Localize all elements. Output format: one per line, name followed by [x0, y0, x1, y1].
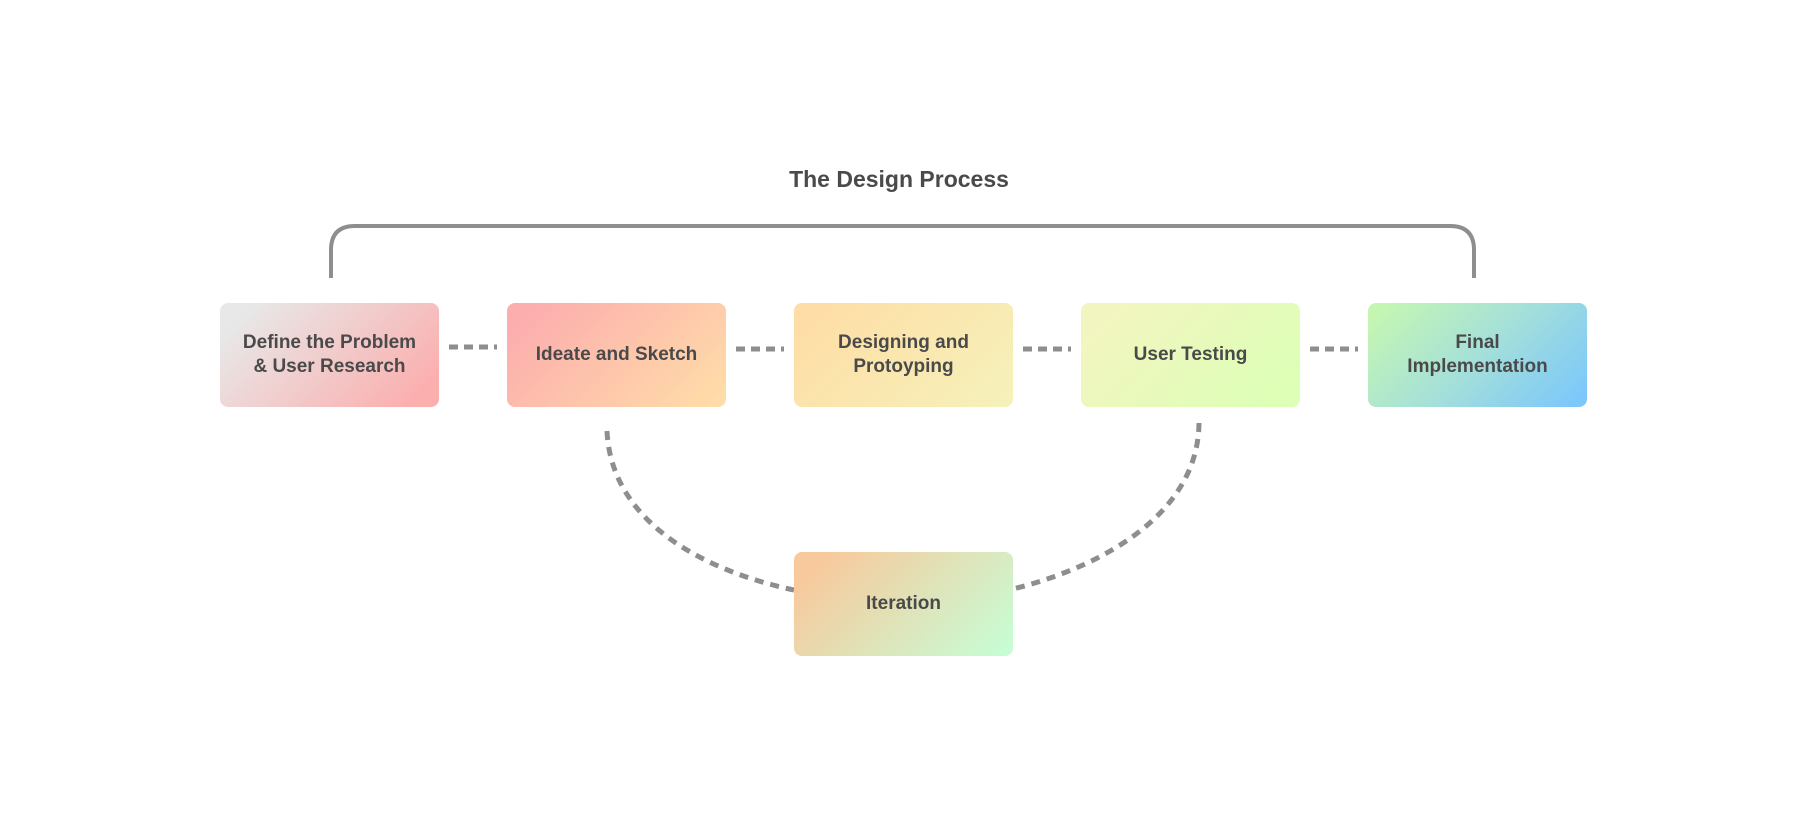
node-user-testing-label: User Testing	[1133, 344, 1248, 365]
node-define-problem: Define the Problem & User Research	[220, 303, 439, 407]
node-designing-prototyping: Designing and Protoyping	[794, 303, 1013, 407]
connector-ideate-iteration	[604, 430, 795, 593]
node-iteration: Iteration	[794, 552, 1013, 656]
process-bracket	[329, 224, 1476, 278]
node-final-implementation: Final Implementation	[1368, 303, 1587, 407]
node-final-implementation-label: Final Implementation	[1407, 332, 1548, 377]
node-designing-prototyping-label: Designing and Protoyping	[838, 332, 969, 377]
node-ideate-sketch: Ideate and Sketch	[507, 303, 726, 407]
diagram-title: The Design Process	[789, 166, 1009, 192]
connector-testing-iteration	[1012, 422, 1202, 592]
node-define-problem-label: Define the Problem & User Research	[242, 332, 417, 377]
node-user-testing: User Testing	[1081, 303, 1300, 407]
node-iteration-label: Iteration	[866, 593, 941, 614]
node-ideate-sketch-label: Ideate and Sketch	[535, 344, 698, 365]
